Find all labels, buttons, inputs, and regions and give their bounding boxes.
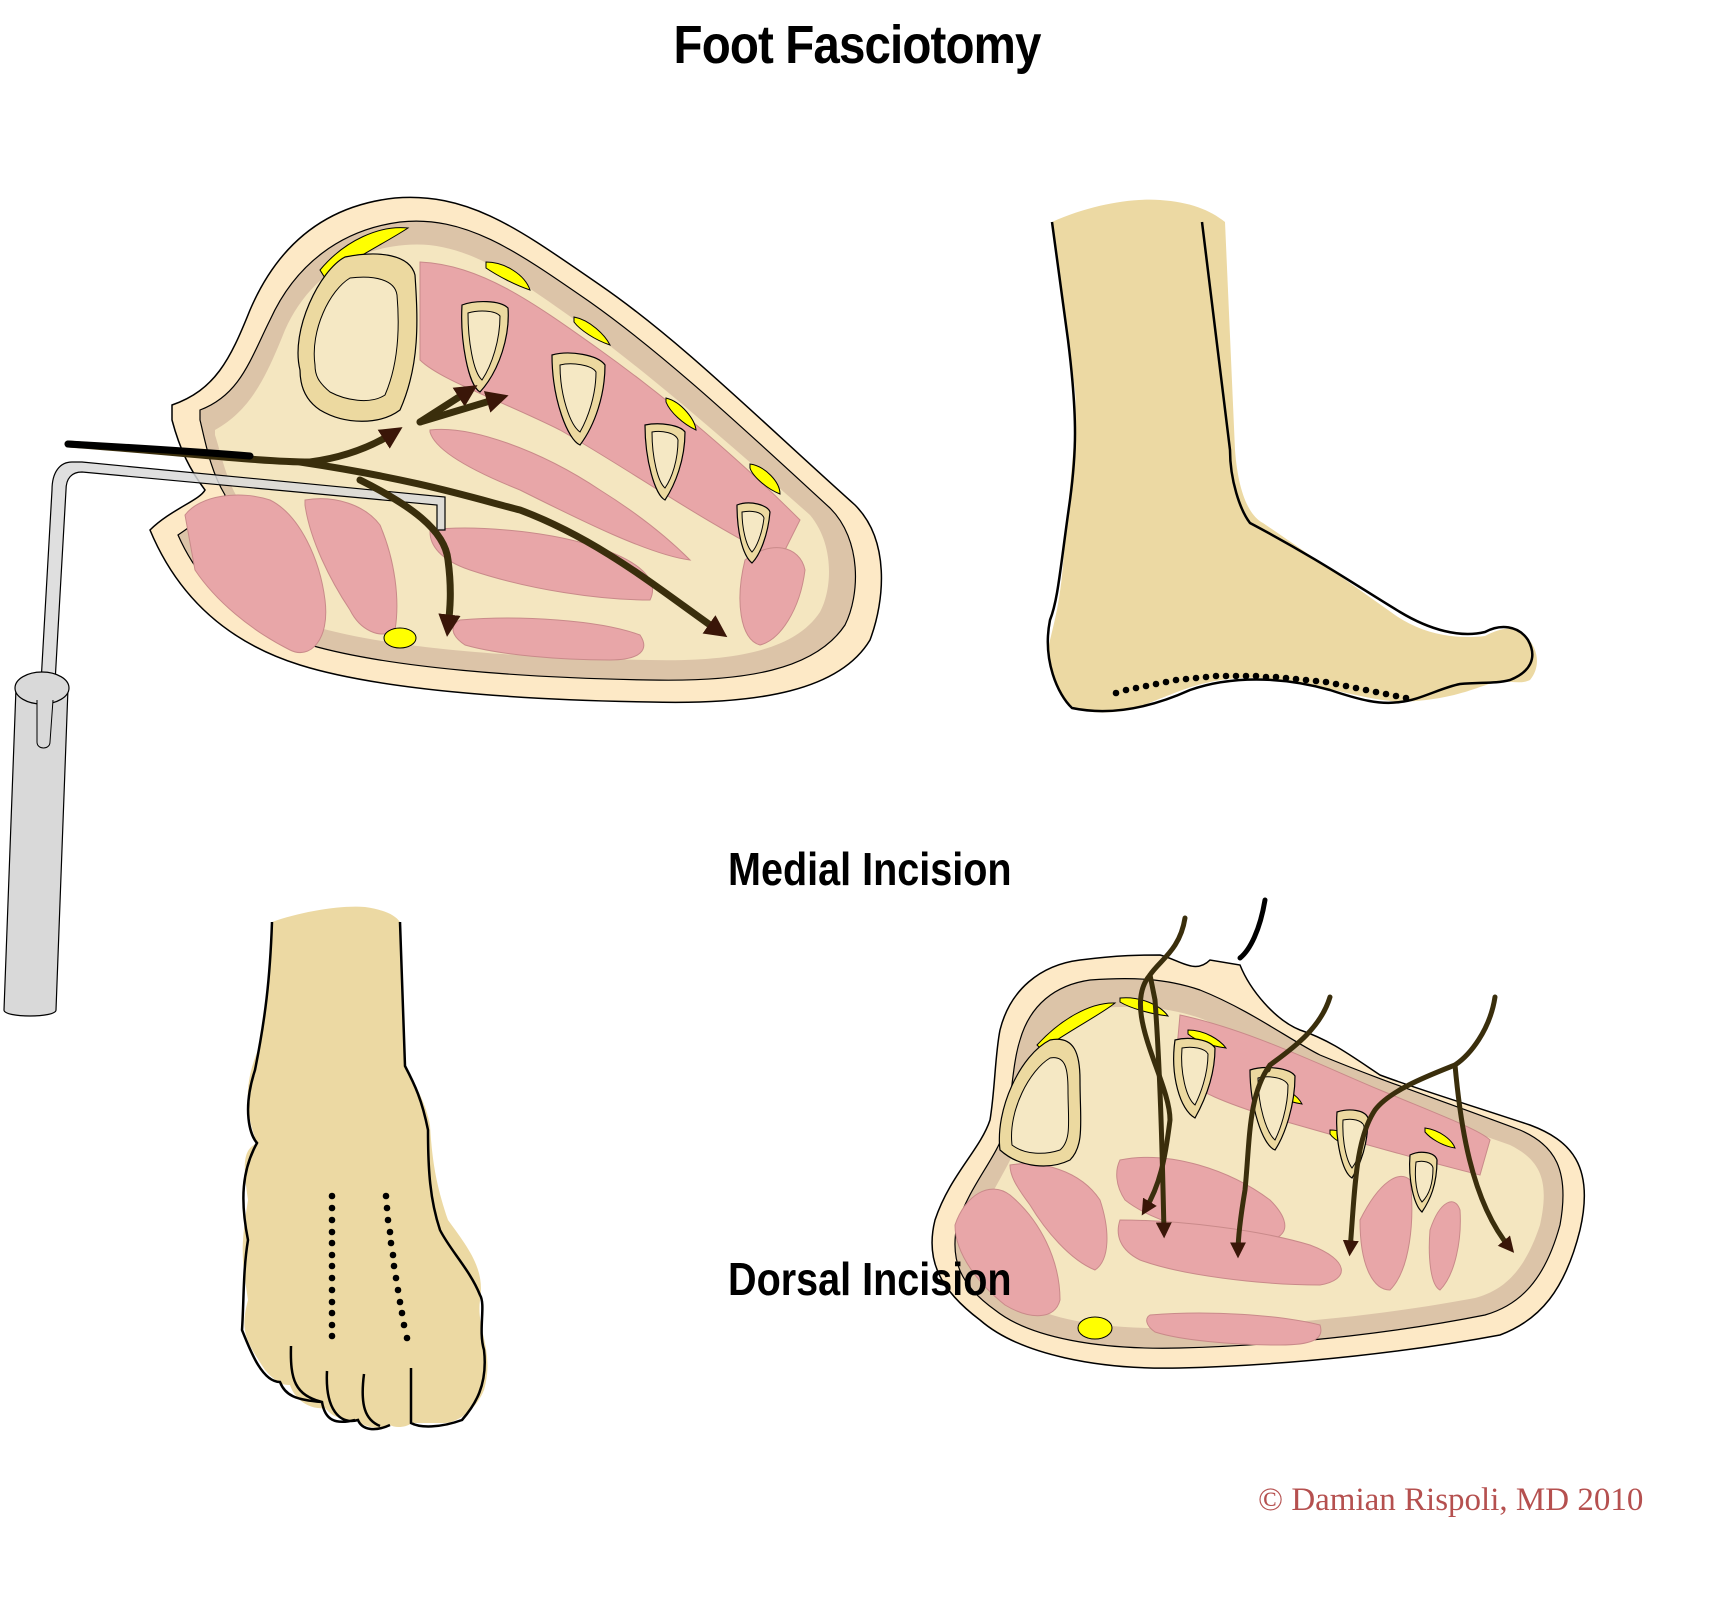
dorsal-foot-top-view [240,906,488,1431]
dorsal-release-arrows [1137,897,1515,1259]
medial-foot-side-view [1046,199,1537,713]
dorsal-incision-dotted-line-left [328,1192,336,1340]
dorsal-incision-label: Dorsal Incision [728,1253,1012,1305]
dorsal-cross-section [931,954,1586,1369]
dorsal-incision-dotted-line-right [382,1192,411,1342]
medial-release-arrows [64,385,728,638]
hemostat-instrument-icon [3,461,446,1017]
figure-title: Foot Fasciotomy [673,15,1042,75]
medial-cross-section [149,196,883,704]
medial-incision-dotted-line [1112,672,1410,702]
medial-incision-label: Medial Incision [728,843,1012,895]
copyright-credit: © Damian Rispoli, MD 2010 [1258,1482,1644,1518]
